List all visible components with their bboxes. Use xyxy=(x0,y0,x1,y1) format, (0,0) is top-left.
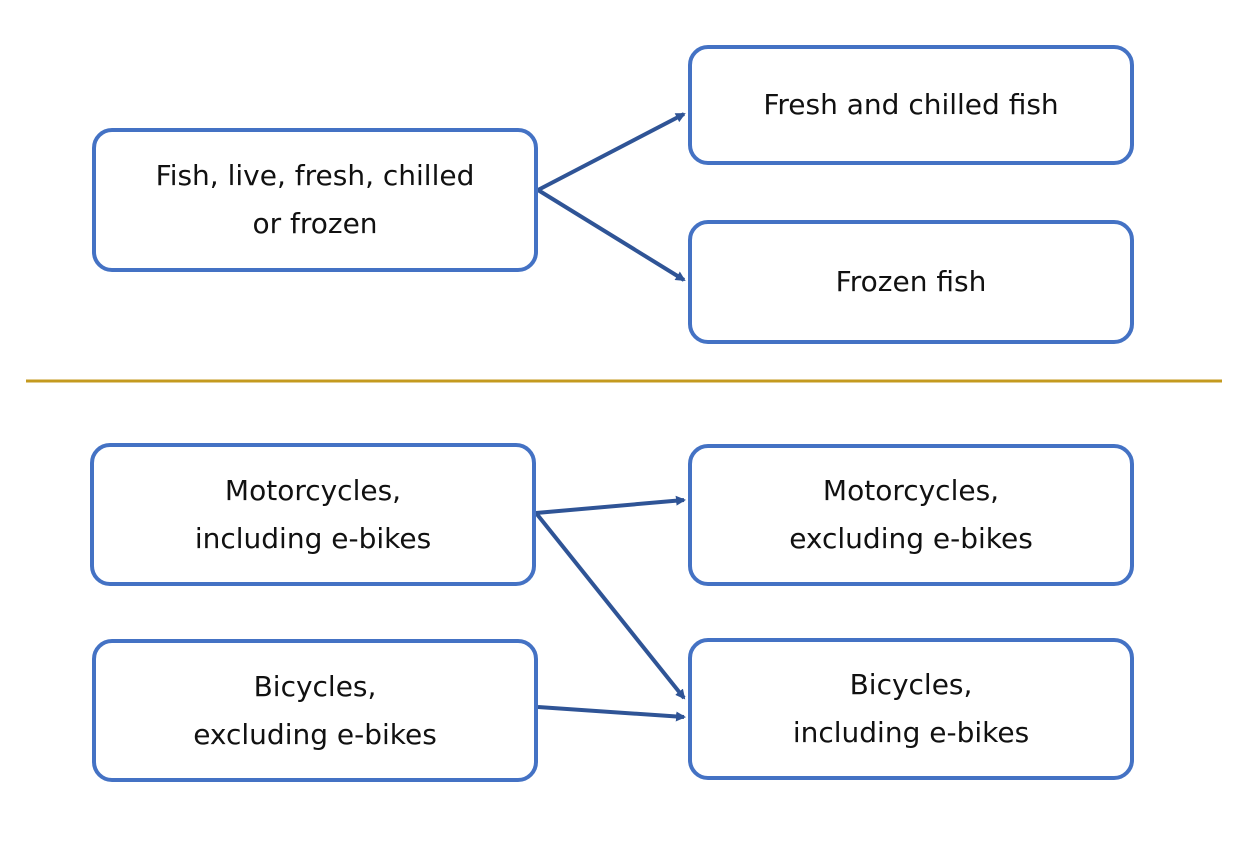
node-line: or frozen xyxy=(252,207,378,240)
node-line: Frozen fish xyxy=(835,265,987,298)
node-frozen-fish: Frozen fish xyxy=(688,220,1134,344)
node-line: Motorcycles, xyxy=(224,473,402,507)
node-line: Fresh and chilled fish xyxy=(763,88,1059,121)
node-motorcycles-excluding-e-bikes: Motorcycles, excluding e-bikes xyxy=(688,444,1134,586)
node-line: excluding e-bikes xyxy=(193,717,437,751)
arrow-fish-to-fresh xyxy=(537,112,686,192)
arrow-moto-in-to-bike-in xyxy=(534,511,686,700)
node-line: including e-bikes xyxy=(194,521,432,555)
arrow-bike-ex-to-bike-in xyxy=(537,705,686,722)
node-line: Fish, live, fresh, chilled xyxy=(155,159,475,192)
node-bicycles-including-e-bikes: Bicycles, including e-bikes xyxy=(688,638,1134,780)
node-motorcycles-including-e-bikes: Motorcycles, including e-bikes xyxy=(90,443,536,586)
node-line: Bicycles, xyxy=(253,669,377,703)
node-line: Bicycles, xyxy=(849,668,973,701)
node-bicycles-excluding-e-bikes: Bicycles, excluding e-bikes xyxy=(92,639,538,782)
node-fish-live-fresh-chilled-or-frozen: Fish, live, fresh, chilled or frozen xyxy=(92,128,538,272)
node-fresh-and-chilled-fish: Fresh and chilled fish xyxy=(688,45,1134,165)
arrow-moto-in-to-moto-ex xyxy=(535,495,686,515)
arrow-fish-to-frozen xyxy=(536,188,686,282)
node-line: including e-bikes xyxy=(792,716,1030,749)
node-line: Motorcycles, xyxy=(822,474,1000,507)
node-line: excluding e-bikes xyxy=(789,522,1033,555)
